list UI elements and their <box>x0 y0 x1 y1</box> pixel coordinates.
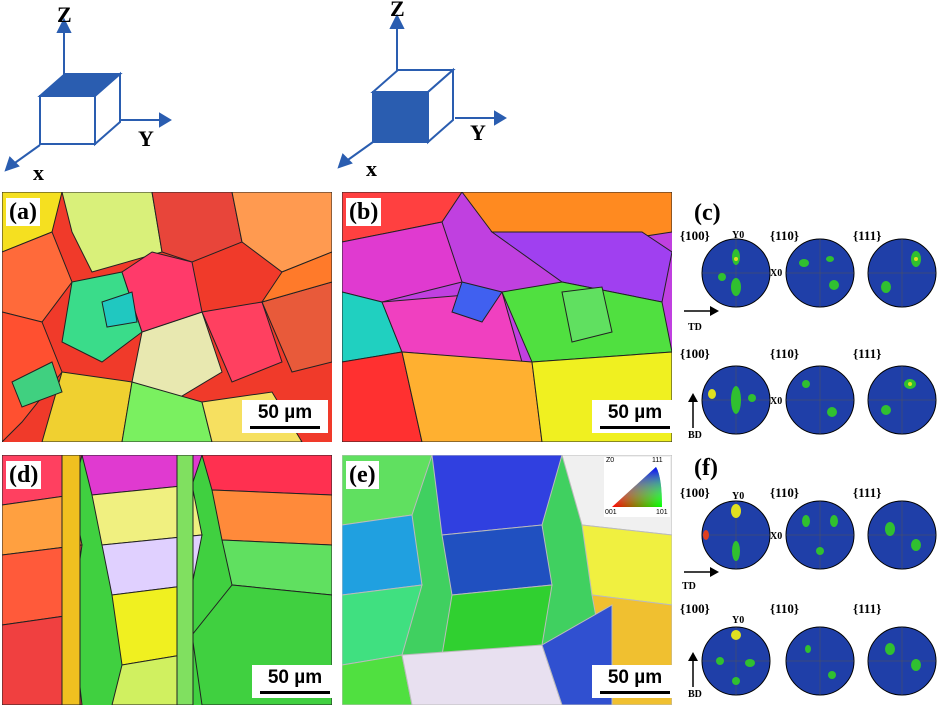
scale-bar-label: 50 µm <box>257 402 313 423</box>
pf-title-111: {111} <box>853 346 882 361</box>
scale-bar-a: 50 µm <box>242 400 328 433</box>
z-axis-label: Z <box>390 0 405 21</box>
ebsd-map-d-svg <box>2 455 332 705</box>
panel-label-f: (f) <box>694 455 718 481</box>
ebsd-map-e: (e) 111 Z0 001 101 50 µm <box>342 455 672 705</box>
panel-label-d: (d) <box>6 461 42 489</box>
pole-figure-100-bd <box>701 626 771 696</box>
pf-title-100: {100} <box>680 485 710 500</box>
panel-label-a: (a) <box>6 198 40 226</box>
pole-figure-100-td <box>701 500 771 570</box>
panel-label-b: (b) <box>346 198 382 226</box>
bd-arrow-icon <box>688 393 698 428</box>
scale-bar-line <box>260 691 330 694</box>
pole-figure-panel-c: (c) {100} {110} {111} Y0 X0 TD {100} {11… <box>680 192 943 447</box>
y-axis-label: Y <box>470 120 486 145</box>
y-axis-label: Y <box>138 126 154 151</box>
scale-bar-b: 50 µm <box>592 400 672 433</box>
ebsd-map-b-svg <box>342 192 672 442</box>
cube-top-svg <box>4 17 172 172</box>
pole-figure-100-bd <box>701 365 771 435</box>
scale-bar-d: 50 µm <box>252 665 332 698</box>
pole-figure-110-bd <box>785 626 855 696</box>
ipf-key-z0: Z0 <box>606 457 615 464</box>
scale-bar-label: 50 µm <box>607 402 663 423</box>
pf-title-111: {111} <box>853 601 882 616</box>
scale-bar-label: 50 µm <box>267 667 323 688</box>
x-axis-label: x <box>366 156 377 181</box>
pole-figure-111-bd <box>867 365 937 435</box>
pole-figure-111-td <box>867 500 937 570</box>
pole-figure-111-bd <box>867 626 937 696</box>
pole-figure-111-td <box>867 238 937 308</box>
bd-arrow-icon <box>688 652 698 687</box>
scale-bar-line <box>600 426 670 429</box>
ipf-triangle-svg <box>612 467 662 507</box>
ebsd-map-a: (a) 50 µm <box>2 192 332 442</box>
pf-title-100: {100} <box>680 346 710 361</box>
pole-figure-100-td <box>701 238 771 308</box>
x0-label: X0 <box>770 396 783 407</box>
pole-figure-110-bd <box>785 365 855 435</box>
pf-title-110: {110} <box>770 601 800 616</box>
td-arrow-icon <box>684 567 719 577</box>
panel-label-e: (e) <box>346 461 379 489</box>
pole-figure-110-td <box>785 500 855 570</box>
pole-figure-panel-f: (f) {100} {110} {111} Y0 X0 TD {100} {11… <box>680 455 943 707</box>
pf-title-100: {100} <box>680 601 710 616</box>
y0-label: Y0 <box>732 230 745 241</box>
y0-label: Y0 <box>732 615 745 626</box>
cube-diagram-front-face: Z Y x <box>330 0 530 181</box>
ebsd-map-b: (b) 50 µm <box>342 192 672 442</box>
x0-label: X0 <box>770 268 783 279</box>
scale-bar-label: 50 µm <box>607 667 663 688</box>
td-label: TD <box>688 322 702 333</box>
z-axis-label: Z <box>57 2 72 27</box>
scale-bar-line <box>250 426 320 429</box>
td-label: TD <box>682 581 696 592</box>
bd-label: BD <box>688 689 702 700</box>
ebsd-map-d: (d) 50 µm <box>2 455 332 705</box>
ipf-key-111: 111 <box>652 457 663 464</box>
panel-label-c: (c) <box>694 200 721 226</box>
td-arrow-icon <box>684 306 719 316</box>
ipf-key-101: 101 <box>656 509 668 516</box>
pf-title-110: {110} <box>770 228 800 243</box>
y0-label: Y0 <box>732 491 745 502</box>
x0-label: X0 <box>770 531 783 542</box>
cube-diagram-top-face: Z Y x <box>0 0 200 185</box>
pf-title-110: {110} <box>770 346 800 361</box>
pf-title-111: {111} <box>853 228 882 243</box>
x-axis-label: x <box>33 160 44 185</box>
scale-bar-e: 50 µm <box>592 665 672 698</box>
pole-figure-110-td <box>785 238 855 308</box>
ebsd-map-a-svg <box>2 192 332 442</box>
pf-title-111: {111} <box>853 485 882 500</box>
pf-title-110: {110} <box>770 485 800 500</box>
bd-label: BD <box>688 430 702 441</box>
pf-title-100: {100} <box>680 228 710 243</box>
ipf-key-001: 001 <box>605 509 617 516</box>
scale-bar-line <box>600 691 670 694</box>
ipf-color-key: 111 Z0 001 101 <box>604 457 670 517</box>
cube-front-svg <box>337 13 507 169</box>
